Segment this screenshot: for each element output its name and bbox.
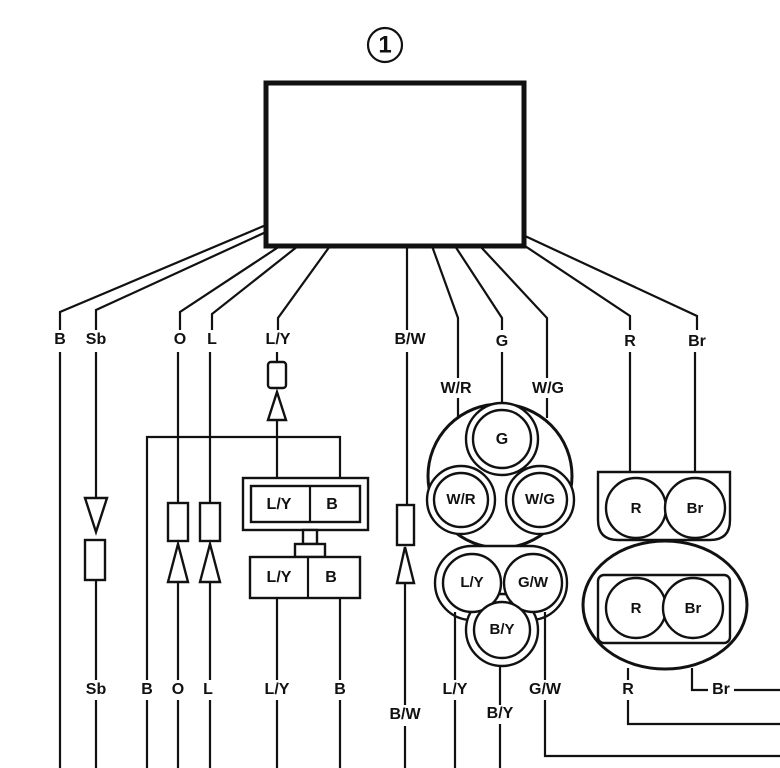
pin-label: L/Y	[460, 574, 483, 591]
pin-label: B/Y	[489, 621, 514, 638]
left-wires	[58, 352, 416, 768]
wire-label-r-bottom: R	[622, 681, 634, 698]
pin-label: L/Y	[267, 569, 292, 586]
wire-label-br: Br	[688, 333, 706, 350]
wire-label-r: R	[624, 333, 636, 350]
wire-label-b2-bottom: B	[334, 681, 346, 698]
wire-label-ly: L/Y	[266, 331, 291, 348]
wire-label-gw-bottom: G/W	[529, 681, 562, 698]
round-connector-lower: L/Y G/W B/Y	[433, 544, 780, 768]
component-number-circle	[366, 26, 404, 64]
wire-label-wr: W/R	[440, 380, 472, 397]
wire-label-l-bottom: L	[203, 681, 213, 698]
control-unit-box	[263, 80, 527, 249]
pin-label: W/G	[525, 491, 555, 508]
pin-label: W/R	[446, 491, 475, 508]
wire-label-bw-bottom: B/W	[389, 706, 421, 723]
connector-joint	[301, 528, 319, 546]
connector-ly-b-upper: L/Y B	[241, 476, 370, 532]
connector-ly-b-lower: L/Y B	[248, 555, 362, 600]
pin-label: B	[326, 496, 338, 513]
wire-label-by-bottom: B/Y	[487, 705, 514, 722]
pin-label: Br	[685, 600, 702, 617]
component-number: 1	[378, 31, 391, 58]
round-connector-upper: G W/R W/G	[425, 352, 576, 550]
wire-label-ly2-bottom: L/Y	[443, 681, 468, 698]
wire-label-l: L	[207, 331, 217, 348]
wire-label-o: O	[174, 331, 186, 348]
rbr-connector-upper: R Br	[596, 352, 732, 542]
connector-joint	[293, 542, 327, 559]
pin-label: L/Y	[267, 496, 292, 513]
wire-label-bw: B/W	[394, 331, 426, 348]
wire-label-br-bottom: Br	[712, 681, 730, 698]
pin-label: R	[631, 600, 642, 617]
pin-label: G/W	[518, 574, 549, 591]
wire-label-sb: Sb	[86, 331, 107, 348]
pin-label: B	[325, 569, 337, 586]
rbr-connector-lower: R Br	[581, 539, 780, 726]
harness-wires	[58, 223, 699, 378]
wire-label-sb-bottom: Sb	[86, 681, 107, 698]
wire-label-b: B	[54, 331, 66, 348]
wire-label-b-bottom: B	[141, 681, 153, 698]
pin-label: G	[496, 431, 508, 448]
wire-label-ly-bottom: L/Y	[265, 681, 290, 698]
pin-label: R	[631, 500, 642, 517]
wire-label-wg: W/G	[532, 380, 564, 397]
wire-label-o-bottom: O	[172, 681, 184, 698]
pin-label: Br	[687, 500, 704, 517]
wire-label-g: G	[496, 333, 508, 350]
